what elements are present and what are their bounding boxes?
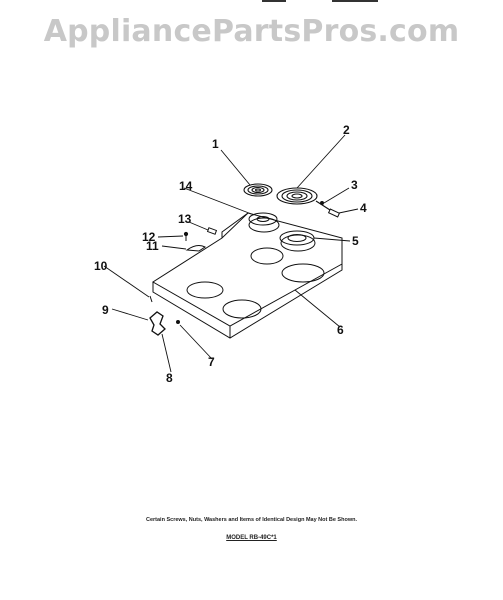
callout-14: 14 [179, 179, 193, 193]
callout-12: 12 [142, 230, 156, 244]
burner-opening-mid-right [281, 263, 325, 283]
surface-element-large [276, 187, 318, 205]
top-rule-left [262, 0, 286, 2]
callout-7: 7 [208, 355, 215, 369]
callout-5: 5 [352, 234, 359, 248]
burner-opening-mid-left [250, 247, 284, 265]
callout-9: 9 [102, 303, 109, 317]
callout-3: 3 [351, 178, 358, 192]
callout-2: 2 [343, 123, 350, 137]
callout-13: 13 [178, 212, 192, 226]
top-rule-right [332, 0, 378, 2]
burner-opening-front-right [222, 299, 262, 319]
footer-note: Certain Screws, Nuts, Washers and Items … [146, 517, 357, 523]
watermark: AppliancePartsPros.com [43, 14, 460, 49]
callout-8: 8 [166, 371, 173, 385]
callout-10: 10 [94, 259, 108, 273]
callout-6: 6 [337, 323, 344, 337]
callout-1: 1 [212, 137, 219, 151]
callout-11: 11 [146, 239, 159, 253]
callout-4: 4 [360, 201, 367, 215]
hinge-clip [149, 311, 166, 336]
burner-opening-front-left [186, 281, 224, 299]
surface-element-small [243, 183, 273, 197]
model-number: MODEL RB-49C*1 [226, 535, 277, 541]
burner-opening-back-left [248, 217, 280, 233]
